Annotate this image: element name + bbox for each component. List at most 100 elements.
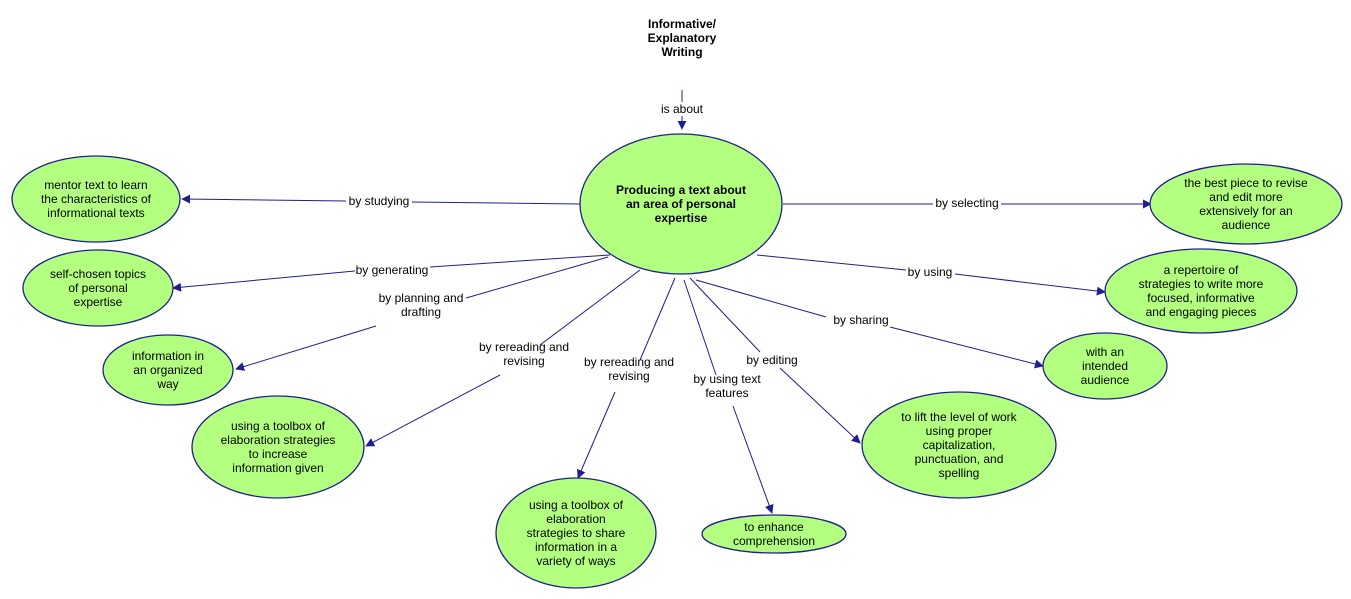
link-label-sharing-line: by sharing bbox=[833, 313, 888, 327]
concept-self-line: expertise bbox=[74, 295, 123, 309]
concept-bestpiece-line: audience bbox=[1222, 218, 1271, 232]
link-planning-line bbox=[235, 325, 377, 371]
map-title-line: Informative/ bbox=[648, 17, 717, 31]
link-label-studying[interactable]: by studying bbox=[349, 194, 410, 208]
concept-lift-line: using proper bbox=[926, 424, 993, 438]
link-label-editing-line: by editing bbox=[746, 353, 797, 367]
link-label-rereading1-line: by rereading and bbox=[479, 340, 569, 354]
map-title-line: Writing bbox=[661, 45, 702, 59]
concept-audience-line: intended bbox=[1082, 359, 1128, 373]
link-label-generating-line: by generating bbox=[356, 263, 429, 277]
concept-lift-line: spelling bbox=[939, 466, 980, 480]
concept-repertoire-line: strategies to write more bbox=[1139, 277, 1264, 291]
link-label-using-line: by using bbox=[908, 265, 953, 279]
link-label-rereading2-line: by rereading and bbox=[584, 355, 674, 369]
link-generating-line bbox=[172, 270, 356, 292]
central-concept-shape bbox=[579, 133, 783, 275]
map-title-line: Explanatory bbox=[648, 31, 717, 45]
concept-organized-line: information in bbox=[132, 349, 204, 363]
link-label-selecting[interactable]: by selecting bbox=[935, 196, 998, 210]
link-label-rereading2-line: revising bbox=[608, 369, 649, 383]
link-sharing-line bbox=[889, 326, 1044, 369]
concept-toolbox1-shape bbox=[191, 395, 365, 499]
link-label-using[interactable]: by using bbox=[908, 265, 953, 279]
link-rereading2-line bbox=[639, 277, 676, 361]
concept-repertoire-line: a repertoire of bbox=[1164, 263, 1239, 277]
concept-mentor-line: informational texts bbox=[47, 206, 144, 220]
link-label-textfeatures-line: features bbox=[705, 386, 748, 400]
link-rereading2-line bbox=[577, 391, 616, 479]
link-generating-line bbox=[429, 254, 611, 268]
link-label-textfeatures-line: by using text bbox=[693, 372, 761, 386]
link-label-studying-line: by studying bbox=[349, 194, 410, 208]
concept-mentor-line: mentor text to learn bbox=[44, 178, 147, 192]
link-planning-line bbox=[465, 256, 609, 299]
link-editing-line bbox=[779, 367, 861, 444]
concept-mentor-shape bbox=[11, 155, 181, 243]
link-editing-line bbox=[689, 277, 761, 353]
concept-lift-line: punctuation, and bbox=[915, 452, 1004, 466]
link-label-generating[interactable]: by generating bbox=[356, 263, 429, 277]
central-concept-line: expertise bbox=[655, 211, 708, 225]
concept-toolbox1-line: elaboration strategies bbox=[221, 433, 336, 447]
concept-bestpiece-line: extensively for an bbox=[1199, 204, 1292, 218]
link-label-editing[interactable]: by editing bbox=[746, 353, 797, 367]
concept-mentor-line: the characteristics of bbox=[41, 192, 152, 206]
link-using-line bbox=[954, 273, 1106, 296]
concept-toolbox1-line: information given bbox=[232, 461, 323, 475]
concept-audience-line: audience bbox=[1081, 373, 1130, 387]
concept-toolbox2-line: information in a bbox=[535, 540, 617, 554]
concept-lift-shape bbox=[861, 391, 1057, 499]
link-sharing-line bbox=[695, 279, 827, 318]
concept-self-line: self-chosen topics bbox=[50, 267, 146, 281]
link-studying-line bbox=[411, 201, 581, 205]
concept-lift-line: capitalization, bbox=[923, 438, 996, 452]
central-concept-line: Producing a text about bbox=[616, 183, 746, 197]
concept-organized-shape bbox=[102, 334, 234, 406]
concept-audience-shape bbox=[1042, 332, 1168, 400]
link-label-selecting-line: by selecting bbox=[935, 196, 998, 210]
concept-self-line: of personal bbox=[68, 281, 127, 295]
concept-toolbox2-line: elaboration bbox=[546, 512, 605, 526]
concept-enhance-line: to enhance bbox=[744, 520, 804, 534]
concept-audience-line: with an bbox=[1085, 345, 1124, 359]
link-label-is-about[interactable]: is about bbox=[661, 102, 704, 116]
concept-bestpiece-line: the best piece to revise bbox=[1184, 176, 1308, 190]
concept-organized-line: way bbox=[156, 377, 178, 391]
concept-lift-line: to lift the level of work bbox=[901, 410, 1017, 424]
concept-repertoire-shape bbox=[1104, 248, 1298, 334]
concept-enhance-line: comprehension bbox=[733, 534, 815, 548]
link-rereading1-line bbox=[539, 269, 641, 346]
concept-self-shape bbox=[22, 249, 174, 327]
link-label-planning-line: drafting bbox=[401, 305, 441, 319]
link-label-is-about-line: is about bbox=[661, 102, 704, 116]
link-textfeatures-line bbox=[683, 279, 717, 376]
concept-organized-line: an organized bbox=[133, 363, 202, 377]
concept-repertoire-line: and engaging pieces bbox=[1146, 305, 1257, 319]
concept-toolbox2-line: using a toolbox of bbox=[529, 498, 624, 512]
link-rereading1-line bbox=[365, 374, 501, 447]
concept-toolbox2[interactable]: using a toolbox ofelaborationstrategies … bbox=[495, 477, 657, 589]
link-studying-line bbox=[181, 194, 347, 204]
link-label-sharing[interactable]: by sharing bbox=[833, 313, 888, 327]
link-label-rereading1-line: revising bbox=[503, 354, 544, 368]
link-label-planning-line: by planning and bbox=[379, 291, 464, 305]
concept-toolbox1-line: using a toolbox of bbox=[231, 419, 326, 433]
concept-toolbox2-line: strategies to share bbox=[527, 526, 626, 540]
